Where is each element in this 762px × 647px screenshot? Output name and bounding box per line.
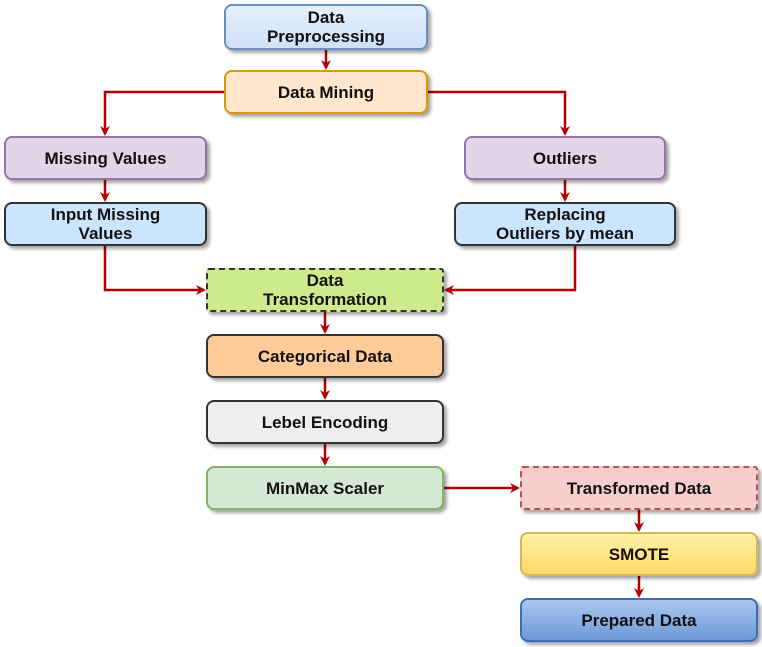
arrow-mining-to-outliers: [428, 90, 570, 136]
categorical-data-node: Categorical Data: [206, 334, 444, 378]
minmax-scaler-node: MinMax Scaler: [206, 466, 444, 510]
input-missing-values-label: Input Missing Values: [50, 205, 161, 243]
transformed-data-label: Transformed Data: [566, 478, 712, 498]
categorical-data-label: Categorical Data: [257, 346, 393, 366]
outliers-node: Outliers: [464, 136, 666, 180]
transformed-data-node: Transformed Data: [520, 466, 758, 510]
prepared-data-node: Prepared Data: [520, 598, 758, 642]
smote-node: SMOTE: [520, 532, 758, 576]
prepared-data-label: Prepared Data: [581, 610, 697, 630]
outliers-label: Outliers: [532, 148, 598, 168]
data-preprocessing-node: Data Preprocessing: [224, 4, 428, 50]
arrow-replacing-to-transformation: [444, 246, 577, 295]
data-mining-label: Data Mining: [277, 82, 375, 102]
label-encoding-label: Lebel Encoding: [261, 412, 389, 432]
minmax-scaler-label: MinMax Scaler: [265, 478, 385, 498]
replacing-outliers-node: Replacing Outliers by mean: [454, 202, 676, 246]
arrow-input-to-transformation: [103, 246, 206, 295]
missing-values-label: Missing Values: [44, 148, 167, 168]
data-transformation-node: Data Transformation: [206, 268, 444, 312]
replacing-outliers-label: Replacing Outliers by mean: [496, 205, 634, 243]
arrow-mining-to-missing: [100, 90, 224, 136]
data-transformation-label: Data Transformation: [263, 271, 387, 309]
missing-values-node: Missing Values: [4, 136, 207, 180]
input-missing-values-node: Input Missing Values: [4, 202, 207, 246]
label-encoding-node: Lebel Encoding: [206, 400, 444, 444]
data-mining-node: Data Mining: [224, 70, 428, 114]
data-preprocessing-label: Data Preprocessing: [266, 8, 386, 46]
smote-label: SMOTE: [608, 544, 670, 564]
